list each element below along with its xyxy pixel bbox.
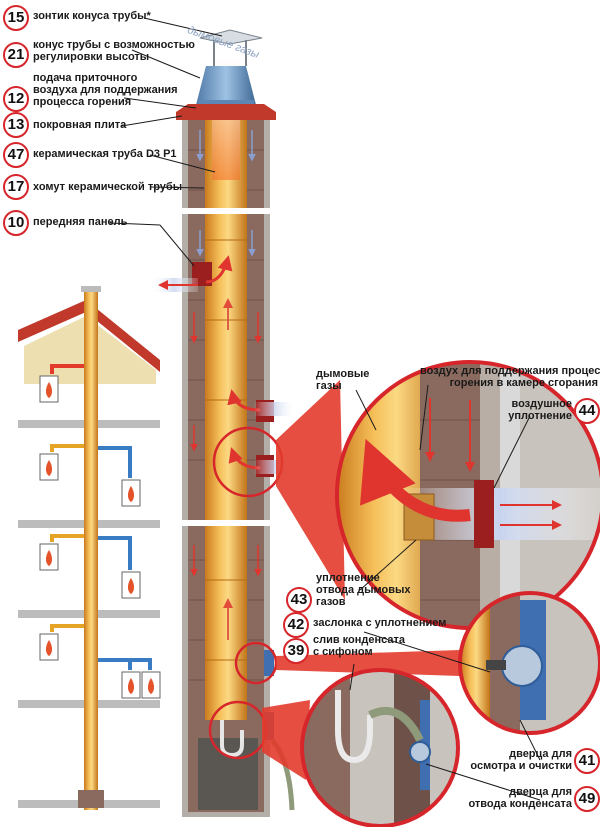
callout-number: 42 <box>283 612 309 638</box>
callout-number: 39 <box>283 638 309 664</box>
house-section <box>18 286 161 810</box>
flame-icon <box>121 671 141 699</box>
callout-label-hood: зонтик конуса трубы* <box>33 10 151 22</box>
flame-icon <box>39 375 59 403</box>
callout-label-siphon: слив конденсата с сифоном <box>313 634 406 658</box>
callout-label-clamp: хомут керамической трубы <box>33 181 183 193</box>
flame-icon <box>39 453 59 481</box>
detail-label-flue-gases: дымовые газы <box>316 368 370 392</box>
callout-label-damper: заслонка с уплотнением <box>313 617 447 629</box>
callout-number: 17 <box>3 174 29 200</box>
callout-number: 44 <box>574 398 600 424</box>
flame-icon <box>141 671 161 699</box>
flame-icon <box>39 543 59 571</box>
callout-label-ceramic-pipe: керамическая труба D3 P1 <box>33 148 177 160</box>
callout-number: 47 <box>3 142 29 168</box>
callout-number: 12 <box>3 86 29 112</box>
callout-label-front-panel: передняя панель <box>33 216 128 228</box>
callout-label-cover-plate: покровная плита <box>33 119 127 131</box>
callout-number: 49 <box>574 786 600 812</box>
callout-label-cone: конус трубы с возможностью регулировки в… <box>33 39 195 63</box>
callout-number: 13 <box>3 112 29 138</box>
detail-label-combustion-air: воздух для поддержания процесса горения … <box>420 365 600 389</box>
callout-number: 10 <box>3 210 29 236</box>
callout-label-gas-seal: уплотнение отвода дымовых газов <box>316 572 411 608</box>
callout-number: 21 <box>3 42 29 68</box>
callout-label-condensate-door: дверца для отвода конденсата <box>468 786 572 810</box>
callout-number: 43 <box>286 587 312 613</box>
flame-icon <box>121 571 141 599</box>
callout-number: 15 <box>3 5 29 31</box>
callout-label-inspection-door: дверца для осмотра и очистки <box>470 748 572 772</box>
detail-circle-damper <box>460 593 600 733</box>
flame-icon <box>39 633 59 661</box>
main-chimney <box>150 29 295 817</box>
callout-label-air-seal: воздушное уплотнение <box>508 398 572 422</box>
callout-number: 41 <box>574 748 600 774</box>
callout-label-supply-air: подача приточного воздуха для поддержани… <box>33 72 178 108</box>
flame-icon <box>121 479 141 507</box>
